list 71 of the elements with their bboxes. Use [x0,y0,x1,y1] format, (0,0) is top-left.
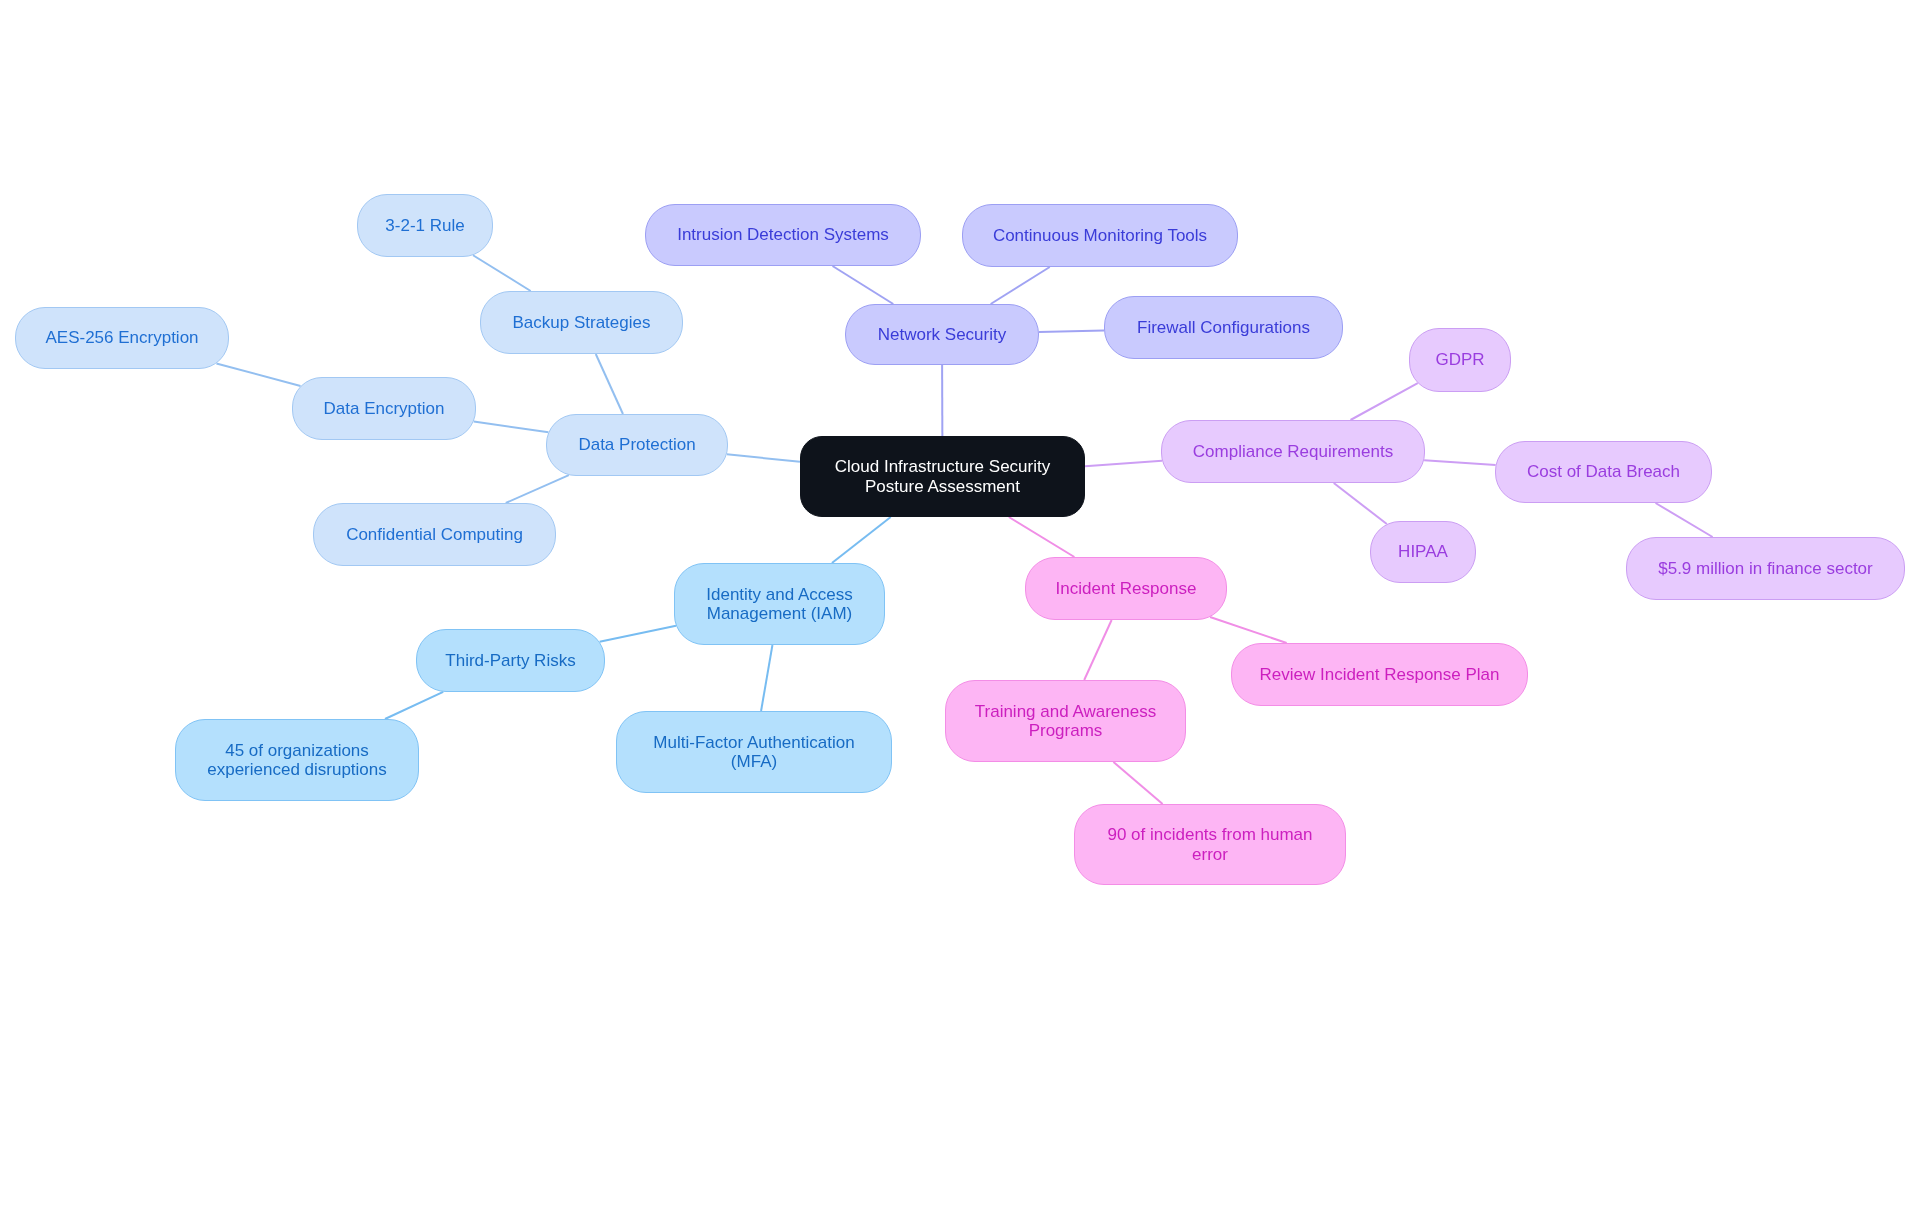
connector-line [1209,616,1288,644]
node-label: AES-256 Encryption [45,328,199,348]
connector-line [1349,382,1419,421]
connector-line [594,353,624,415]
node-label: 90 of incidents from human error [1106,825,1314,864]
topic-node [1495,441,1712,503]
connector-line [472,420,550,434]
topic-node [1161,420,1425,483]
node-label: Incident Response [1055,579,1197,598]
node-label: Data Protection [578,435,696,455]
node-label: GDPR [1435,350,1485,370]
central-topic-node [800,436,1085,517]
topic-node [1409,328,1511,392]
topic-node [357,194,493,257]
node-label: Data Encryption [323,399,445,418]
connector-line [504,474,570,504]
topic-node [292,377,476,440]
node-label: Cloud Infrastructure Security Posture Assessment [833,457,1052,496]
topic-node [1104,296,1343,359]
connector-line [1112,761,1164,805]
node-label: Continuous Monitoring Tools [992,226,1208,245]
topic-node [546,414,728,476]
topic-node [416,629,605,692]
topic-node [1074,804,1346,885]
node-label: Intrusion Detection Systems [677,225,889,245]
connector-line [1332,482,1388,526]
connector-line [1083,619,1113,681]
topic-node [313,503,556,566]
node-label: Cost of Data Breach [1526,462,1681,482]
node-label: Identity and Access Management (IAM) [705,584,854,624]
connector-line [215,362,302,388]
connector-line [472,254,532,292]
topic-node [616,711,892,793]
topic-node [1370,521,1476,583]
node-label: 45 of organizations experienced disruptions [206,740,388,780]
topic-node [845,304,1039,365]
connector-line [598,624,677,643]
connector-line [760,644,774,712]
topic-node [962,204,1238,267]
topic-node [1231,643,1528,706]
connector-line [989,266,1051,305]
node-label: Third-Party Risks [445,651,576,670]
node-label: Compliance Requirements [1192,442,1394,461]
topic-node [674,563,885,645]
connector-line [831,265,895,305]
connector-line [1084,459,1164,468]
node-label: Backup Strategies [512,313,651,332]
node-label: Training and Awareness Programs [973,701,1158,741]
node-label: 3-2-1 Rule [385,216,465,235]
connector-line [941,364,944,437]
connector-line [1037,329,1106,334]
topic-node [1626,537,1905,600]
node-label: Firewall Configurations [1137,318,1310,337]
node-label: $5.9 million in finance sector [1658,559,1873,578]
connector-line [830,516,892,564]
connector-line [1423,459,1497,466]
node-label: Multi-Factor Authentication (MFA) [652,732,856,772]
node-label: Review Incident Response Plan [1259,665,1500,684]
topic-node [945,680,1186,762]
connector-line [725,453,801,463]
connector-line [384,690,445,720]
node-label: Confidential Computing [346,525,523,544]
topic-node [175,719,419,801]
node-label: Network Security [877,325,1007,344]
topic-node [1025,557,1227,620]
connector-line [1654,502,1714,538]
topic-node [480,291,683,354]
topic-node [15,307,229,369]
node-label: HIPAA [1398,542,1448,562]
topic-node [645,204,921,266]
connector-line [1007,516,1076,558]
